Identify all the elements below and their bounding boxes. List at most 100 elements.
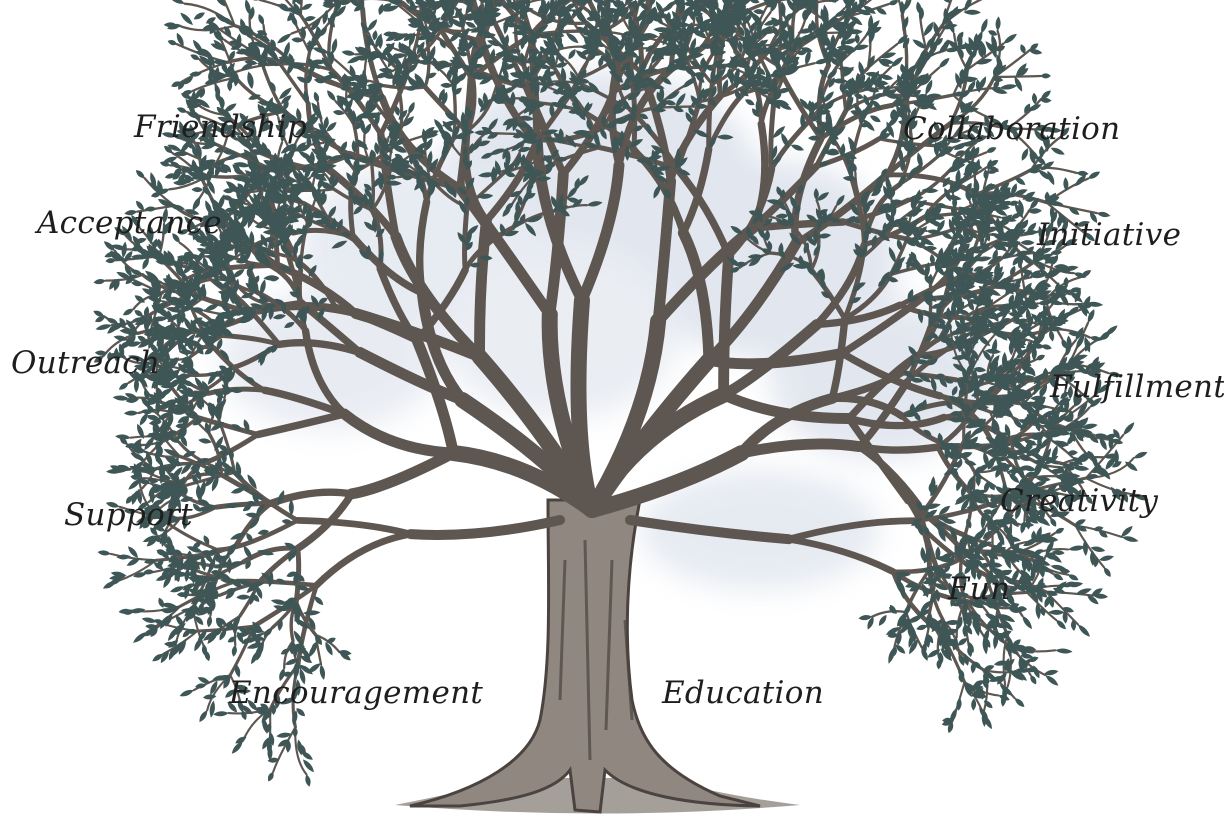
branch [584, 386, 732, 518]
branch [1002, 634, 1009, 687]
leaf [307, 663, 321, 674]
branch [405, 515, 565, 540]
leaf [204, 593, 211, 608]
leaf [203, 584, 214, 592]
branch [842, 272, 893, 322]
leaf [169, 0, 185, 4]
leaf [319, 664, 326, 680]
branch [211, 345, 268, 393]
branch [289, 254, 339, 310]
branch [1045, 201, 1085, 234]
leaf [151, 499, 165, 506]
leaf [206, 615, 213, 628]
leaf [204, 475, 216, 487]
branch [710, 47, 747, 86]
leaf [179, 496, 194, 502]
leaf [280, 648, 291, 655]
branch [156, 516, 182, 539]
leaf [408, 101, 415, 115]
leaf [888, 0, 899, 6]
leaf [291, 645, 305, 654]
leaf [236, 594, 251, 600]
leaf [284, 542, 297, 550]
leaf [183, 585, 190, 600]
branch [697, 84, 748, 104]
leaf [164, 571, 176, 579]
branch [222, 0, 236, 27]
branch [272, 726, 297, 773]
branch [576, 159, 625, 306]
leaf [173, 549, 183, 556]
branch [1030, 135, 1062, 171]
leaf [211, 586, 217, 598]
branch [855, 442, 922, 509]
branch [855, 377, 911, 451]
branch [625, 0, 645, 76]
branch [828, 394, 906, 420]
leaf [214, 436, 224, 451]
leaf [938, 57, 950, 68]
branch [528, 0, 545, 4]
leaf [230, 487, 246, 494]
branch [749, 162, 820, 232]
leaf [252, 594, 260, 602]
leaf [197, 499, 210, 506]
branch [294, 517, 415, 538]
branch [531, 137, 588, 306]
branch [570, 292, 600, 518]
leaf [180, 12, 193, 26]
leaf [313, 91, 320, 103]
leaf [123, 410, 139, 416]
branch [175, 23, 236, 32]
leaf [284, 602, 296, 610]
leaf [664, 1, 675, 12]
branch [897, 275, 961, 308]
leaf [192, 503, 201, 512]
branch [215, 518, 300, 553]
leaf [210, 421, 225, 431]
branch [860, 224, 895, 259]
branch [968, 200, 981, 235]
leaf [255, 635, 261, 649]
branch [785, 517, 919, 543]
leaf [246, 532, 253, 543]
branch [527, 7, 588, 26]
leaf [170, 586, 185, 593]
branch [915, 502, 939, 570]
branch [338, 408, 459, 459]
leaf [207, 590, 214, 605]
branch [736, 392, 838, 459]
branch [423, 38, 431, 89]
leaf [197, 506, 213, 512]
leaf [184, 567, 190, 582]
leaf [295, 602, 302, 617]
leaf [250, 492, 264, 500]
trunk-shadow-lines [558, 539, 634, 761]
leaf [198, 601, 204, 614]
leaf [367, 19, 378, 32]
branch [966, 599, 1012, 649]
leaf [163, 449, 180, 457]
leaf [245, 560, 251, 570]
leaf [1040, 73, 1051, 79]
leaf [191, 187, 204, 193]
leaf [93, 279, 106, 285]
leaf [224, 503, 241, 509]
leaf [745, 99, 755, 106]
leaf [213, 562, 231, 569]
leaf [308, 642, 318, 658]
leaf [182, 516, 188, 530]
leaf [137, 501, 149, 510]
leaf [204, 552, 213, 564]
leaf [303, 610, 321, 616]
leaf [1014, 76, 1023, 92]
leaf [995, 16, 1001, 31]
leaf [228, 448, 234, 460]
leaf [870, 115, 881, 123]
branch [295, 583, 319, 667]
branch [769, 110, 820, 172]
leaf [198, 438, 212, 444]
leaf [130, 281, 144, 287]
leaf [299, 668, 306, 685]
